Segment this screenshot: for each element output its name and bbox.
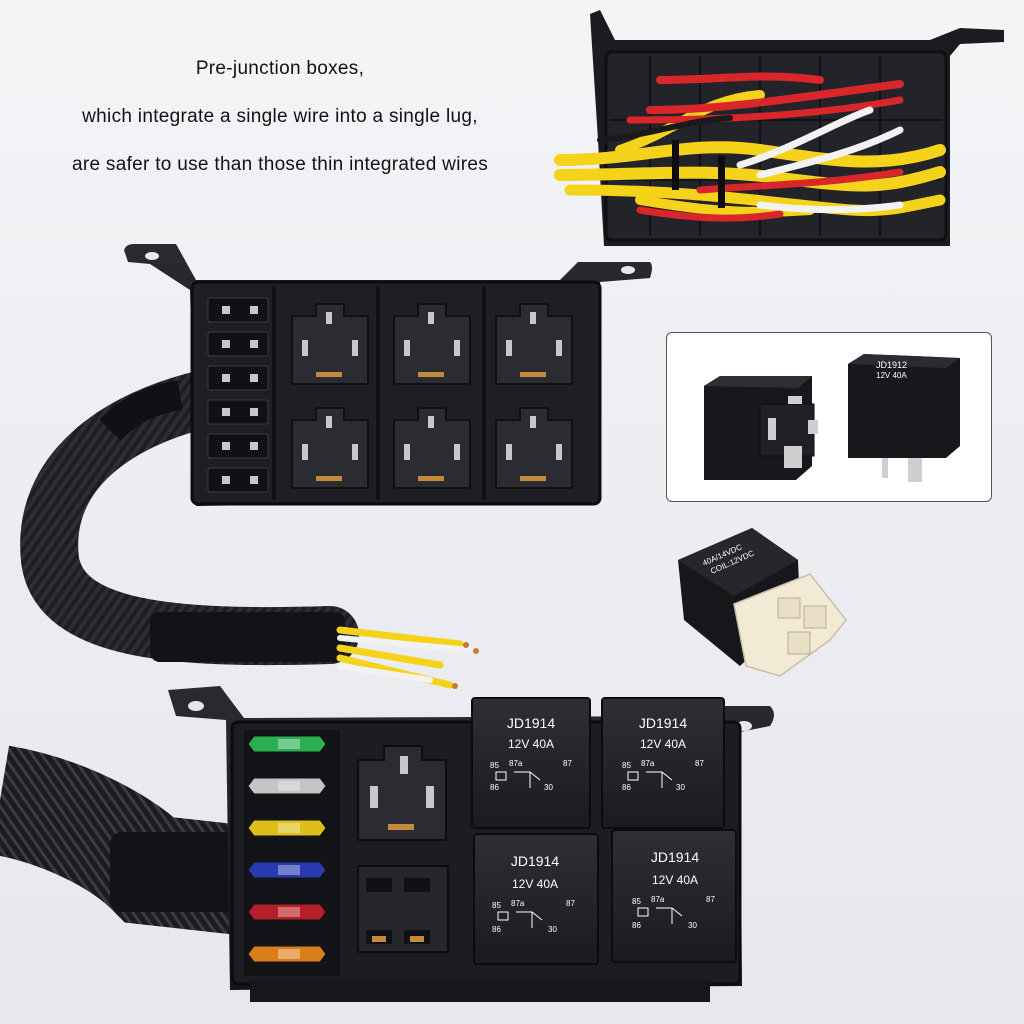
junction-box-fuse-relay: JD1914 12V 40A 85 87a 87 86 30 JD1914 12… [168, 686, 774, 1002]
mini-slot-column [207, 297, 269, 493]
blade-fuse [247, 735, 327, 753]
harness-sleeve-middle [20, 371, 359, 666]
pin-30-label: 30 [548, 925, 557, 934]
relay-product-right: JD1912 12V 40A [848, 354, 960, 482]
blade-fuse [247, 945, 327, 963]
relay-rating: 12V 40A [652, 873, 698, 887]
pin-87a-label: 87a [509, 759, 523, 768]
relay-with-connector: 40A/14VDC COIL:12VDC [678, 528, 847, 677]
pin-86-label: 86 [492, 925, 501, 934]
pin-86-label: 86 [632, 921, 641, 930]
relay-product-left [704, 376, 818, 480]
relay-jd1914-3: JD1914 12V 40A 85 87a 87 86 30 [473, 833, 599, 965]
caption-line-2: which integrate a single wire into a sin… [82, 106, 478, 127]
pin-87a-label: 87a [511, 899, 525, 908]
inset-relay-model: JD1912 [876, 360, 907, 370]
blade-fuse [247, 819, 327, 837]
junction-box-6-relay [124, 244, 652, 506]
relay-jd1914-2: JD1914 12V 40A 85 87a 87 86 30 [601, 697, 725, 829]
relay-socket-grid [291, 303, 573, 489]
caption-line-1: Pre-junction boxes, [195, 58, 365, 79]
harness-wire-ends [336, 626, 479, 689]
relay-rating: 12V 40A [640, 737, 686, 751]
blade-fuse [247, 861, 327, 879]
pin-87a-label: 87a [641, 759, 655, 768]
pin-87a-label: 87a [651, 895, 665, 904]
pin-87-label: 87 [563, 759, 572, 768]
pin-86-label: 86 [490, 783, 499, 792]
inset-relay-rating: 12V 40A [876, 371, 907, 380]
relay-model: JD1914 [639, 715, 687, 731]
relay-model: JD1914 [651, 849, 699, 865]
pin-87-label: 87 [706, 895, 715, 904]
pin-30-label: 30 [544, 783, 553, 792]
relay-model: JD1914 [507, 715, 555, 731]
harness-sleeve-bottom [0, 745, 247, 935]
pin-30-label: 30 [688, 921, 697, 930]
relay-rating: 12V 40A [508, 737, 554, 751]
pin-87-label: 87 [566, 899, 575, 908]
pin-85-label: 85 [492, 901, 501, 910]
relay-socket-small [357, 745, 449, 953]
pin-86-label: 86 [622, 783, 631, 792]
relay-model: JD1914 [511, 853, 559, 869]
relay-rating: 12V 40A [512, 877, 558, 891]
relay-jd1914-4: JD1914 12V 40A 85 87a 87 86 30 [611, 829, 737, 963]
blade-fuse [247, 903, 327, 921]
pin-85-label: 85 [490, 761, 499, 770]
junction-box-rear-view [554, 10, 1004, 246]
pin-85-label: 85 [632, 897, 641, 906]
pin-87-label: 87 [695, 759, 704, 768]
pin-85-label: 85 [622, 761, 631, 770]
pin-30-label: 30 [676, 783, 685, 792]
caption-line-3: are safer to use than those thin integra… [71, 154, 489, 175]
fuse-column [244, 730, 340, 976]
relay-jd1914-1: JD1914 12V 40A 85 87a 87 86 30 [471, 697, 591, 829]
blade-fuse [247, 777, 327, 795]
